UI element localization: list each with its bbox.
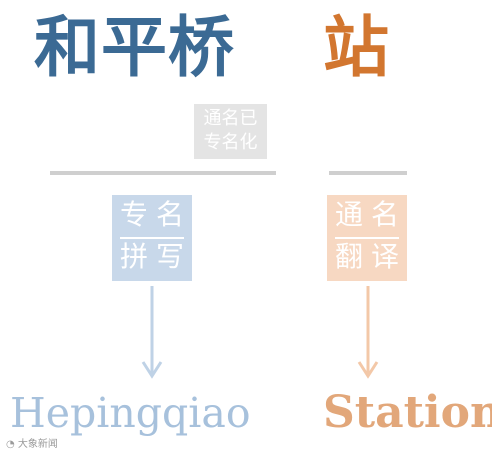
watermark-logo-icon: ◔ xyxy=(6,439,15,450)
note-line-1: 通名已 xyxy=(203,108,258,129)
arrow-down-icon xyxy=(357,286,379,379)
proper-name-method-box: 专名 拼写 xyxy=(112,195,192,281)
proper-method-line-2: 拼写 xyxy=(120,240,193,273)
generic-name-method-box: 通名 翻译 xyxy=(327,195,407,281)
generic-name-divider xyxy=(329,171,407,175)
generic-method-line-2: 翻译 xyxy=(335,240,408,273)
generic-name-latin: Station xyxy=(323,387,492,438)
note-line-2: 专名化 xyxy=(203,132,258,153)
watermark: ◔ 大象新闻 xyxy=(6,440,58,450)
proper-name-divider xyxy=(50,171,276,175)
proper-method-line-1: 专名 xyxy=(120,198,193,231)
generic-method-line-1: 通名 xyxy=(335,198,408,231)
proper-method-separator xyxy=(120,237,184,239)
watermark-text: 大象新闻 xyxy=(17,439,58,450)
generic-method-separator xyxy=(335,237,399,239)
proper-name-latin: Hepingqiao xyxy=(10,389,251,437)
proper-name-title: 和平桥 xyxy=(34,8,235,86)
generic-name-title: 站 xyxy=(323,8,390,86)
note-box: 通名已 专名化 xyxy=(194,104,267,159)
arrow-down-icon xyxy=(141,286,163,379)
